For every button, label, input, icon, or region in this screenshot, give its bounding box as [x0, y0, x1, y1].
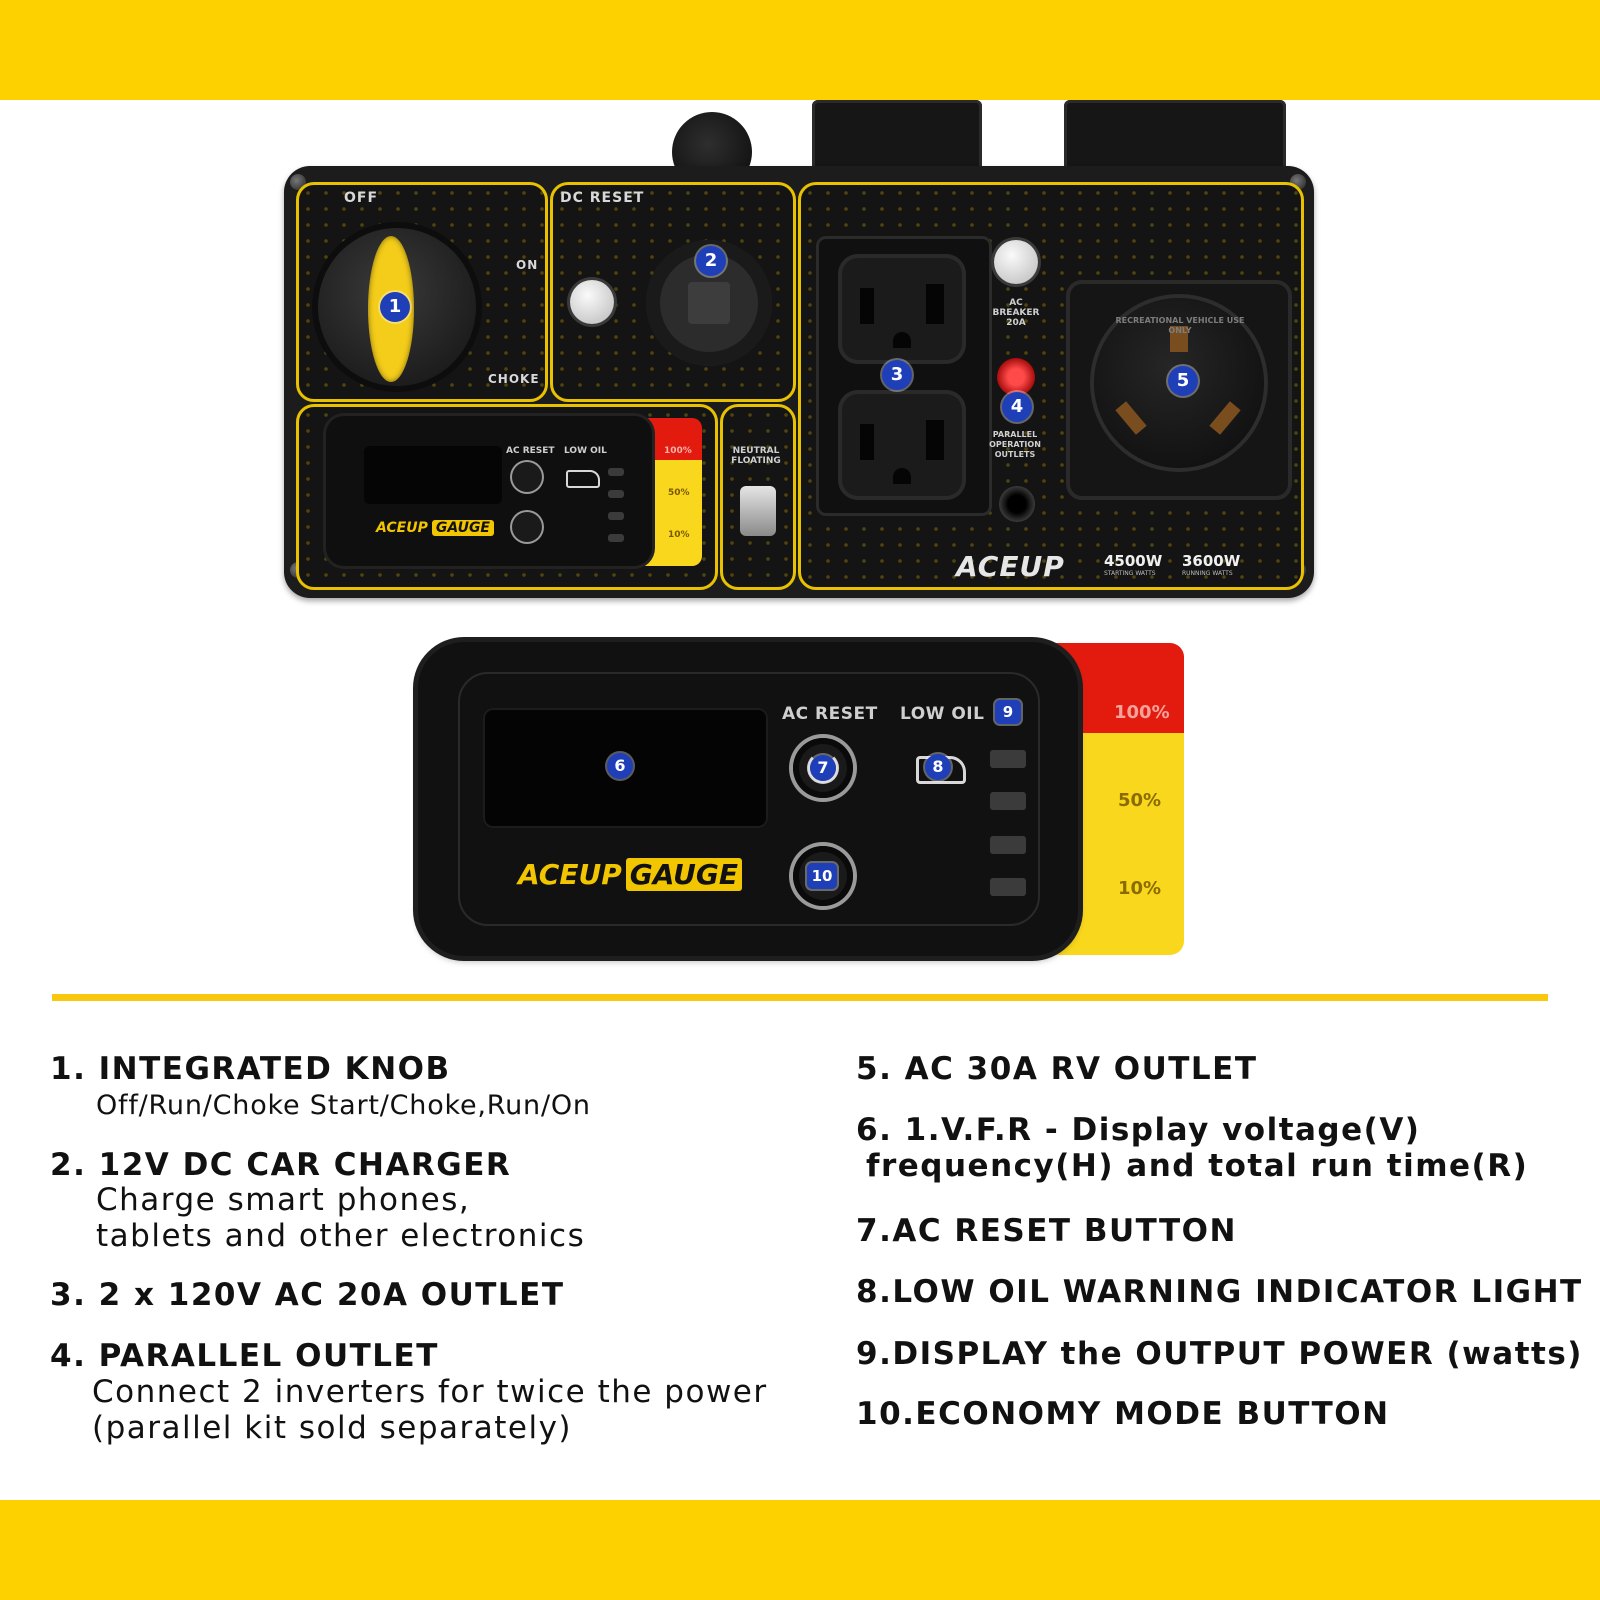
small-scale-100: 100% [664, 446, 692, 456]
knob-off-label: OFF [344, 190, 379, 206]
badge-2: 2 [696, 246, 726, 276]
neutral-toggle-switch[interactable] [740, 486, 776, 536]
legend-item-2-desc-1: Charge smart phones, [96, 1182, 471, 1218]
legend-item-6-line-1: 6. 1.V.F.R - Display voltage(V) [856, 1112, 1421, 1148]
legend-item-8: 8.LOW OIL WARNING INDICATOR LIGHT [856, 1274, 1583, 1310]
badge-9: 9 [995, 700, 1021, 724]
badge-6: 6 [607, 753, 633, 779]
small-gauge-display [364, 446, 502, 504]
legend-item-5-title: 5. AC 30A RV OUTLET [856, 1051, 1258, 1087]
legend-item-9: 9.DISPLAY the OUTPUT POWER (watts) [856, 1336, 1583, 1372]
gauge-inner-bezel [458, 672, 1040, 926]
legend-item-10: 10.ECONOMY MODE BUTTON [856, 1396, 1390, 1432]
dc-socket-inner [688, 282, 730, 324]
legend-item-3-title: 3. 2 x 120V AC 20A OUTLET [50, 1277, 565, 1313]
low-oil-label: LOW OIL [900, 704, 985, 724]
rv-outlet-text: RECREATIONAL VEHICLE USE ONLY [1115, 316, 1245, 335]
scale-10-label: 10% [1118, 878, 1162, 899]
running-watts: 3600W [1182, 552, 1241, 570]
small-ac-reset-label: AC RESET [506, 446, 555, 456]
small-led [608, 512, 624, 520]
section-divider [52, 994, 1548, 1001]
scale-50-label: 50% [1118, 790, 1162, 811]
power-led-3 [990, 792, 1026, 810]
legend-item-1-title: 1. INTEGRATED KNOB [50, 1051, 451, 1087]
parallel-outlet-black[interactable] [999, 486, 1035, 522]
legend-item-4-title: 4. PARALLEL OUTLET [50, 1338, 439, 1374]
ac-breaker-label: AC BREAKER 20A [992, 298, 1040, 328]
small-scale-50: 50% [668, 488, 690, 498]
badge-7: 7 [810, 755, 836, 781]
knob-choke-label: CHOKE [488, 372, 540, 386]
legend-item-4-desc-1: Connect 2 inverters for twice the power [92, 1374, 768, 1410]
dc-reset-button[interactable] [570, 280, 614, 324]
ac-receptacle-upper[interactable] [838, 254, 966, 364]
badge-8: 8 [925, 754, 951, 780]
small-oil-can-icon [566, 470, 600, 488]
badge-5: 5 [1168, 366, 1198, 396]
small-eco-button[interactable] [512, 512, 542, 542]
reset-arrow-icon [807, 752, 839, 784]
badge-10: 10 [807, 863, 837, 889]
power-led-4 [990, 750, 1026, 768]
top-yellow-band [0, 0, 1600, 100]
small-scale-10: 10% [668, 530, 690, 540]
small-low-oil-label: LOW OIL [564, 446, 607, 456]
legend-item-7: 7.AC RESET BUTTON [856, 1213, 1237, 1249]
parallel-outlet-red[interactable] [997, 358, 1035, 396]
badge-1: 1 [380, 292, 410, 322]
dc-reset-label: DC RESET [560, 190, 645, 206]
aceup-brand-logo: ACEUP [956, 550, 1065, 583]
legend-item-6-line-2: frequency(H) and total run time(R) [866, 1148, 1529, 1184]
small-ac-reset-button[interactable] [512, 462, 542, 492]
parallel-label: PARALLEL OPERATION OUTLETS [989, 430, 1041, 459]
running-watts-caption: RUNNING WATTS [1182, 570, 1233, 577]
small-led [608, 468, 624, 476]
ac-receptacle-lower[interactable] [838, 390, 966, 500]
legend-item-2-desc-2: tablets and other electronics [96, 1218, 586, 1254]
bottom-yellow-band [0, 1500, 1600, 1600]
badge-3: 3 [882, 360, 912, 390]
legend-item-1-desc: Off/Run/Choke Start/Choke,Run/On [96, 1090, 591, 1121]
starting-watts-caption: STARTING WATTS [1104, 570, 1156, 577]
ac-breaker-button[interactable] [994, 240, 1038, 284]
power-led-2 [990, 836, 1026, 854]
starting-watts: 4500W [1104, 552, 1163, 570]
ac-reset-label: AC RESET [782, 704, 878, 724]
scale-100-label: 100% [1114, 702, 1170, 723]
legend-item-4-desc-2: (parallel kit sold separately) [92, 1410, 573, 1446]
small-led [608, 490, 624, 498]
badge-4: 4 [1002, 392, 1032, 422]
legend-item-2-title: 2. 12V DC CAR CHARGER [50, 1147, 512, 1183]
small-led [608, 534, 624, 542]
knob-on-label: ON [516, 258, 539, 272]
power-led-1 [990, 878, 1026, 896]
neutral-floating-label: NEUTRAL FLOATING [731, 446, 781, 466]
